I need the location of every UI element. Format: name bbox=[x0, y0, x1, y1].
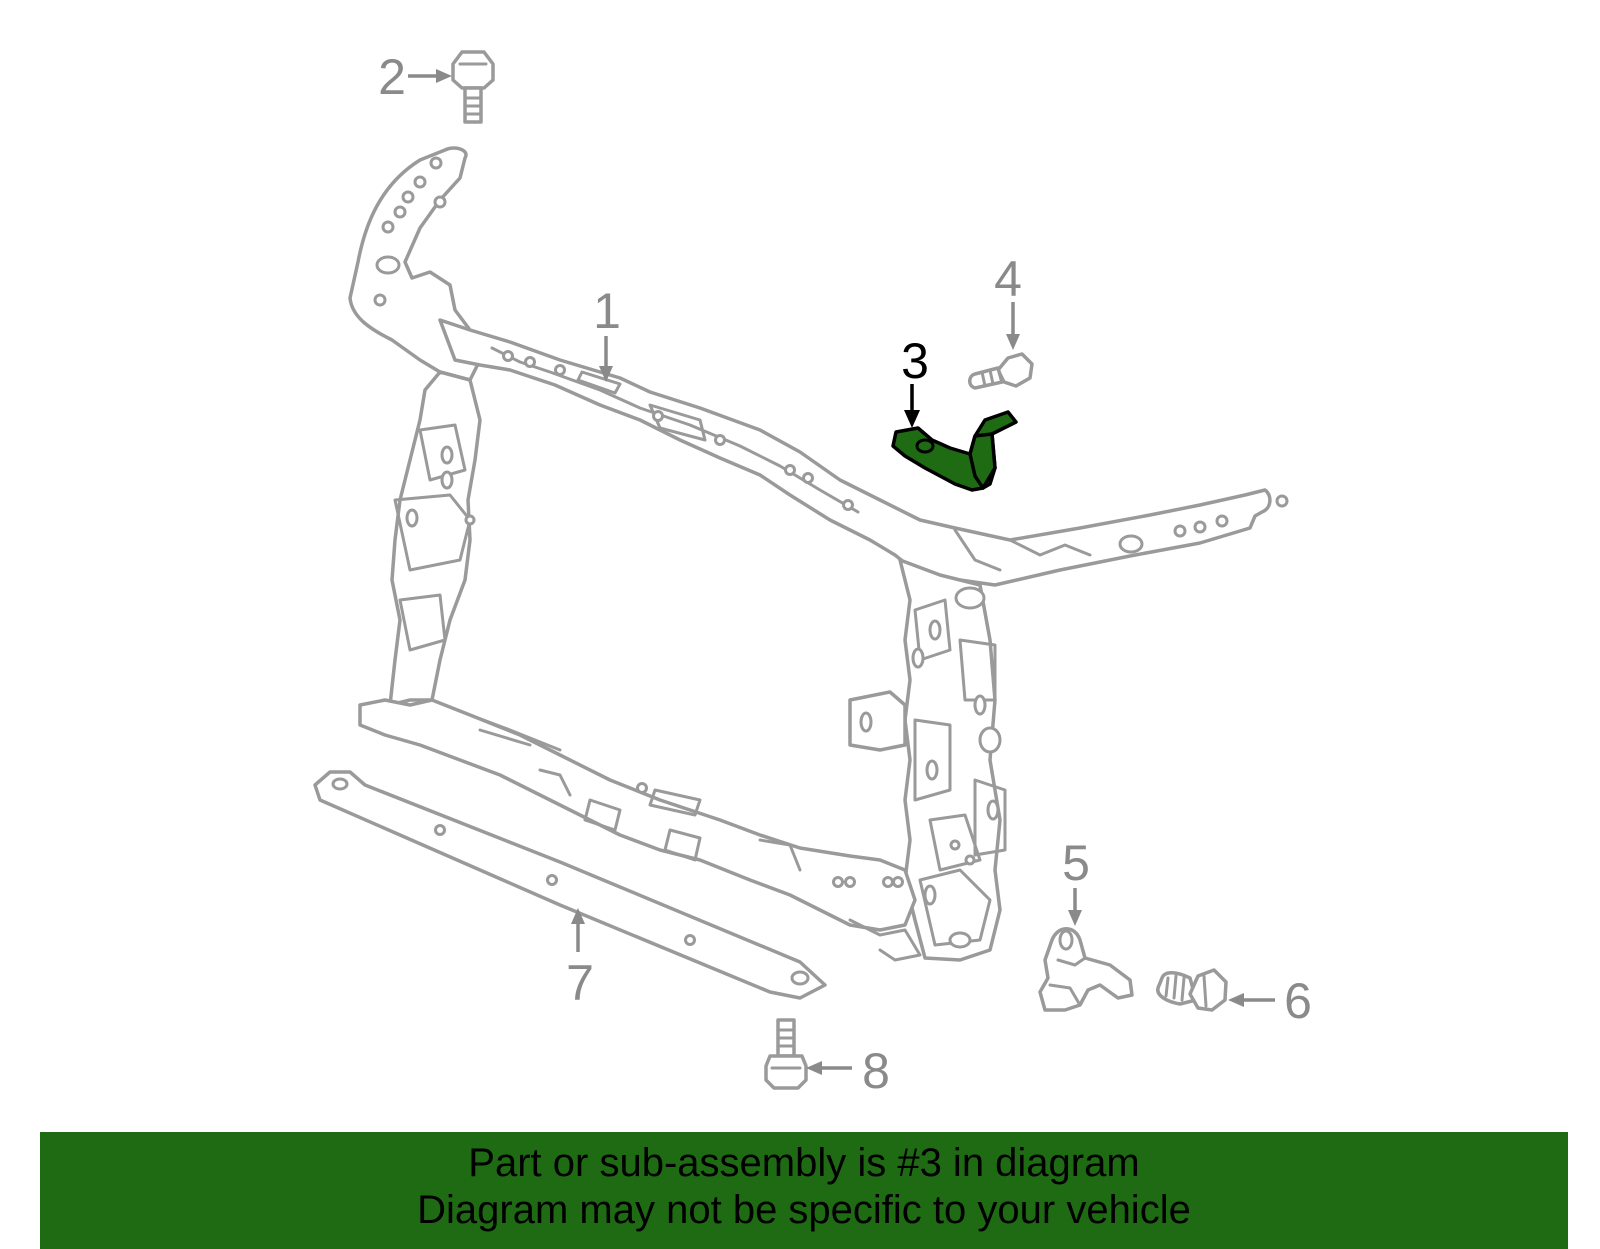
callout-7: 7 bbox=[566, 955, 594, 1011]
part-1-radiator-support bbox=[348, 146, 1289, 962]
callout-8: 8 bbox=[862, 1043, 890, 1099]
part-4-bolt bbox=[968, 352, 1034, 390]
leader-lines bbox=[408, 69, 1275, 1075]
callout-1: 1 bbox=[593, 283, 621, 339]
part-8-bolt bbox=[764, 1018, 808, 1090]
part-5-bracket bbox=[1038, 927, 1134, 1012]
part-7-lower-tie-bar bbox=[313, 770, 827, 1000]
callout-3: 3 bbox=[901, 333, 929, 389]
banner-line-2: Diagram may not be specific to your vehi… bbox=[417, 1188, 1191, 1232]
banner-line-1: Part or sub-assembly is #3 in diagram bbox=[468, 1141, 1140, 1185]
callout-2: 2 bbox=[378, 49, 406, 105]
callout-6: 6 bbox=[1284, 973, 1312, 1029]
part-2-bolt bbox=[451, 50, 495, 124]
part-3-bracket-highlighted[interactable] bbox=[891, 410, 1018, 492]
info-banner: Part or sub-assembly is #3 in diagram Di… bbox=[40, 1132, 1568, 1249]
callout-5: 5 bbox=[1062, 835, 1090, 891]
callout-4: 4 bbox=[994, 251, 1022, 307]
part-6-bolt bbox=[1156, 968, 1228, 1012]
